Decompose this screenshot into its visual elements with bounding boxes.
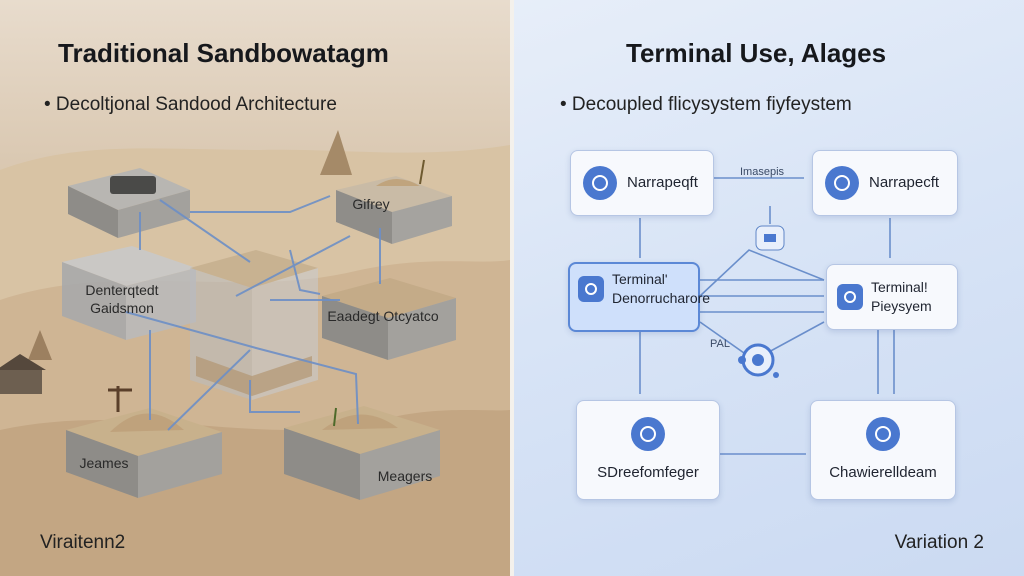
- block-7-label: Meagers: [377, 468, 433, 484]
- right-bullet: • Decoupled flicysystem fiyfeystem: [560, 94, 852, 115]
- cloud-cog-icon: [825, 166, 859, 200]
- sand-spire: [320, 130, 352, 175]
- sandbox-block-6: [66, 408, 222, 498]
- network-hub-icon: [631, 416, 665, 451]
- node-n6[interactable]: Chawierelldeam: [810, 400, 956, 500]
- node-n2-label: Narrapecft: [869, 173, 940, 191]
- sand-scene: [0, 130, 510, 576]
- node-n4-label: Terminal! Pieysyem: [871, 279, 932, 314]
- right-title: Terminal Use, Alages: [626, 38, 887, 68]
- sandbox-block-4: [190, 250, 318, 400]
- right-footer: Variation 2: [894, 532, 984, 553]
- block-3-label: Denterqtedt Gaidsmon: [85, 282, 159, 316]
- left-panel: Traditional Sandbowatagm • Decoltjonal S…: [0, 0, 510, 576]
- left-bullet: • Decoltjonal Sandood Architecture: [44, 94, 337, 115]
- node-n5-label: SDreefomfeger: [597, 463, 699, 481]
- sandbox-block-1: [68, 168, 190, 238]
- sandbox-block-2: [336, 159, 452, 244]
- hut-roof: [0, 354, 46, 370]
- block-5-label: Eaadegt Otcyatco: [327, 308, 439, 324]
- filesystem-icon: [837, 284, 863, 310]
- connector-label-mid: PAL: [710, 338, 730, 350]
- left-title: Traditional Sandbowatagm: [58, 38, 389, 68]
- sandbox-connectors: [125, 195, 381, 431]
- connector-label-top: Imasepis: [740, 166, 785, 178]
- node-n5[interactable]: SDreefomfeger: [576, 400, 720, 500]
- sand-spike: [28, 330, 52, 360]
- node-n3-label: Terminal' Denorrucharore: [612, 271, 711, 306]
- terminal-icon: [578, 275, 604, 302]
- node-n1-label: Narrapeqft: [627, 173, 698, 191]
- panel-divider: [510, 0, 514, 576]
- sandbox-block-7: [284, 406, 440, 500]
- block-6-label: Jeames: [79, 455, 129, 471]
- right-panel: Terminal Use, Alages • Decoupled flicysy…: [514, 0, 1024, 576]
- hub-mid-dot: [738, 356, 746, 364]
- hub-top: [755, 225, 785, 251]
- block-2-label: Gifrey: [352, 196, 390, 212]
- node-n1[interactable]: Narrapeqft: [570, 150, 714, 216]
- hut: [0, 368, 42, 394]
- cloud-cog-icon: [583, 166, 617, 200]
- sandbox-block-3: [62, 246, 196, 340]
- network-hub-icon: [866, 416, 900, 451]
- right-connectors: [639, 177, 895, 455]
- left-footer: Viraitenn2: [40, 532, 126, 553]
- hub-mid: [741, 343, 775, 377]
- node-n6-label: Chawierelldeam: [829, 463, 937, 481]
- machine: [110, 176, 156, 194]
- node-n4[interactable]: Terminal! Pieysyem: [826, 264, 958, 330]
- node-n2[interactable]: Narrapecft: [812, 150, 958, 216]
- node-n3[interactable]: Terminal' Denorrucharore: [568, 262, 710, 332]
- sandbox-block-5: [322, 278, 456, 360]
